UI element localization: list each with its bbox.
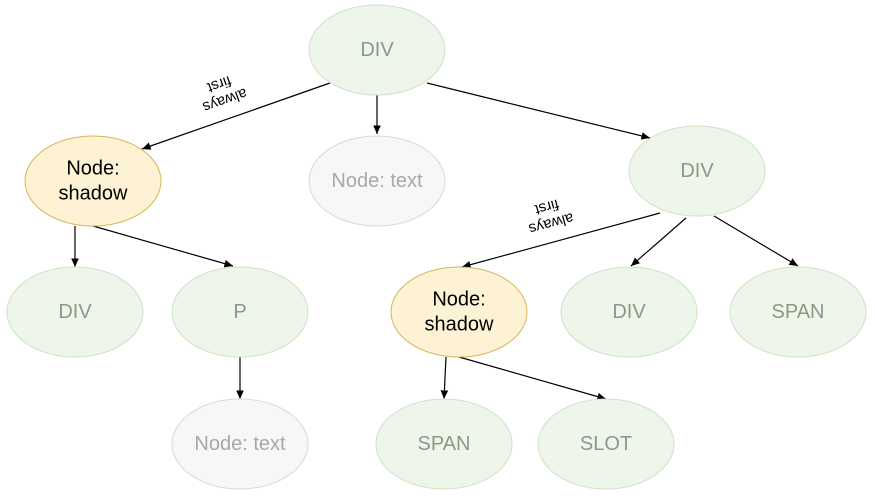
edge-div_2-to-div_4 <box>630 217 687 267</box>
edge-label-always-first: alwaysfirst <box>195 68 250 115</box>
node-p-1: P <box>171 266 309 358</box>
node-text-2: Node: text <box>171 398 309 490</box>
node-span-2: SPAN <box>375 398 513 490</box>
edge-root_div-to-shadow_1 <box>141 82 331 150</box>
node-shape <box>171 266 309 358</box>
node-label: Node: text <box>194 433 286 455</box>
node-label: Node: <box>66 158 119 180</box>
node-shape <box>171 398 309 490</box>
edge-shadow_1-to-p_1 <box>92 225 234 268</box>
node-shape <box>628 125 766 217</box>
node-shape <box>560 266 698 358</box>
node-shape <box>537 398 675 490</box>
node-text-1: Node: text <box>308 135 446 227</box>
node-div-3: DIV <box>6 266 144 358</box>
node-label: DIV <box>360 39 394 61</box>
node-label: Node: text <box>331 170 423 192</box>
node-shape <box>6 266 144 358</box>
edge-div_2-to-span_1 <box>713 215 799 267</box>
node-slot-1: SLOT <box>537 398 675 490</box>
node-shape <box>375 398 513 490</box>
node-label: DIV <box>58 301 92 323</box>
node-label: shadow <box>59 183 128 205</box>
edge-root_div-to-div_2 <box>426 82 651 140</box>
node-root-div: DIV <box>308 4 446 96</box>
node-div-2: DIV <box>628 125 766 217</box>
node-label: SPAN <box>418 433 471 455</box>
edges: alwaysfirst alwaysfirst <box>71 68 799 401</box>
node-span-1: SPAN <box>729 266 867 358</box>
node-shadow-2: Node: shadow <box>390 266 528 358</box>
edge-label-always-first: alwaysfirst <box>522 193 575 238</box>
node-label: shadow <box>425 314 494 336</box>
node-label: SLOT <box>580 433 632 455</box>
node-shape <box>390 266 528 358</box>
edge-div_2-to-shadow_2 <box>461 212 661 269</box>
node-shape <box>308 135 446 227</box>
edge-shadow_2-to-span_2 <box>440 356 449 400</box>
node-shape <box>24 135 162 227</box>
node-label: SPAN <box>772 301 825 323</box>
node-label: P <box>233 301 246 323</box>
node-div-4: DIV <box>560 266 698 358</box>
node-label: DIV <box>680 160 714 182</box>
node-shape <box>729 266 867 358</box>
edge-shadow_2-to-slot_1 <box>458 356 607 401</box>
node-shape <box>308 4 446 96</box>
node-label: DIV <box>612 301 646 323</box>
node-label: Node: <box>432 289 485 311</box>
node-shadow-1: Node: shadow <box>24 135 162 227</box>
